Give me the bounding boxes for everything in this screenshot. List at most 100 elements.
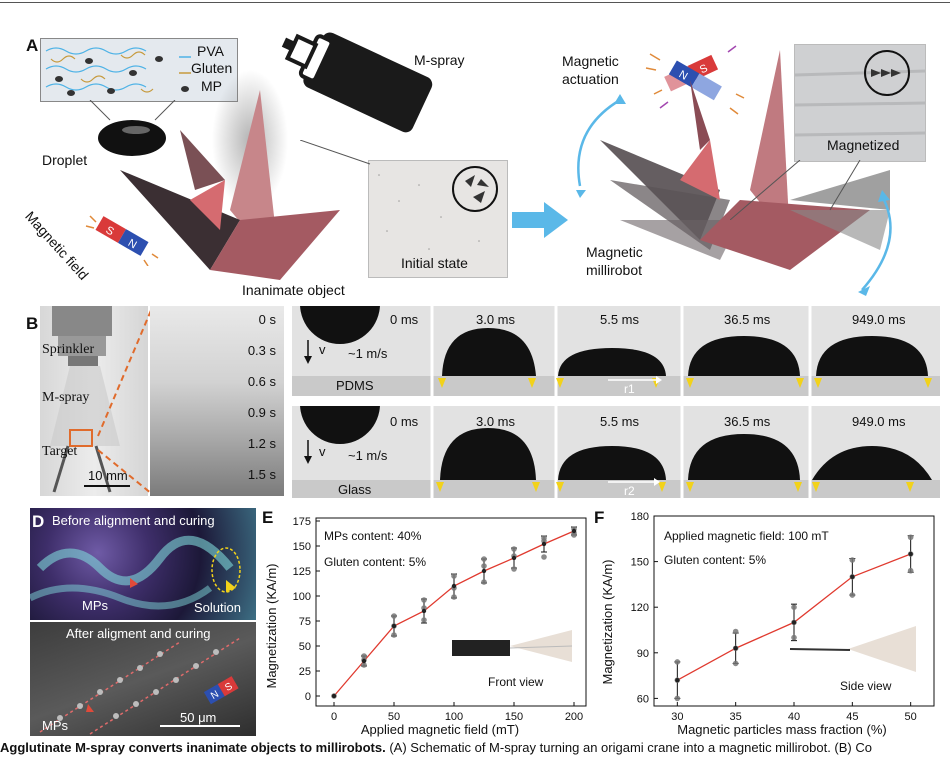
c-top-time-4: 949.0 ms	[852, 312, 906, 327]
actuation-curve-arrow-icon	[576, 94, 626, 198]
panel-label-e: E	[262, 508, 274, 527]
f-mean-point-3	[850, 574, 855, 579]
e-ylabel: Magnetization (KA/m)	[264, 564, 279, 689]
f-ytick-label-3: 150	[631, 557, 649, 569]
c-row-pdms: 0 ms 3.0 ms 5.5 ms 36.5 ms 949.0 ms v ~1…	[292, 306, 940, 396]
magnetized-photo: Magnetized	[794, 44, 926, 162]
m-spray-label: M-spray	[414, 52, 465, 68]
f-ytick-label-4: 180	[631, 511, 649, 523]
b-time-2: 0.6 s	[247, 374, 276, 389]
f-raw-point-2-2	[791, 604, 797, 610]
f-mean-point-0	[675, 677, 680, 683]
droplet-illustration	[89, 100, 176, 156]
e-raw-point-6-0	[511, 566, 517, 572]
top-rule	[0, 2, 950, 3]
f-raw-point-2-0	[791, 634, 797, 641]
e-ytick-label-7: 175	[293, 516, 311, 528]
e-raw-point-6-2	[511, 546, 517, 552]
f-raw-point-4-0	[907, 567, 914, 574]
e-inset-label: Front view	[488, 675, 544, 689]
e-mean-point-2	[391, 623, 397, 629]
e-raw-point-3-2	[421, 597, 427, 603]
b-time-0: 0 s	[258, 312, 276, 327]
origami-crane-after	[600, 50, 892, 296]
legend-mp: MP	[201, 78, 222, 94]
e-raw-point-1-2	[361, 653, 367, 659]
f-raw-point-3-2	[849, 557, 856, 563]
sprinkler-label: Sprinkler	[42, 342, 95, 357]
e-ytick-label-1: 25	[299, 666, 311, 678]
e-mean-point-1	[361, 658, 367, 664]
b-time-4: 1.2 s	[247, 436, 276, 451]
panel-label-f: F	[594, 508, 605, 527]
c-row-glass-frames	[292, 406, 940, 498]
composition-box: PVA Gluten MP	[40, 38, 238, 102]
f-xtick-label-2: 40	[788, 711, 800, 723]
e-xtick-label-3: 150	[505, 711, 523, 723]
f-inset-label: Side view	[840, 679, 892, 693]
c-row-pdms-frames	[292, 306, 940, 396]
c-bottom-time-1: 3.0 ms	[476, 414, 516, 429]
c-r1-label: r1	[624, 382, 635, 396]
e-ytick-label-0: 0	[305, 691, 311, 703]
e-mean-point-7	[541, 541, 547, 547]
e-annotation-1: Gluten content: 5%	[324, 555, 426, 569]
c-row-glass: 0 ms 3.0 ms 5.5 ms 36.5 ms 949.0 ms v ~1…	[292, 406, 940, 498]
f-raw-point-1-2	[732, 628, 739, 635]
f-raw-point-3-0	[849, 592, 856, 598]
f-inset-photo	[789, 626, 916, 672]
svg-text:N: N	[209, 689, 221, 702]
e-mean-point-5	[481, 568, 487, 574]
svg-text:S: S	[223, 681, 235, 694]
b-scale-label: 10 mm	[88, 468, 128, 483]
composition-illustration	[45, 47, 191, 96]
initial-state-photo: Initial state	[368, 160, 508, 278]
micrograph-after-photo: N S After aligment and curing MPs 50 μm	[30, 622, 256, 736]
c-bottom-velocity-symbol: v	[319, 444, 326, 459]
chart-f: Magnetization (KA/m) Magnetic particles …	[600, 511, 935, 737]
f-annotation-0: Applied magnetic field: 100 mT	[664, 529, 829, 543]
chart-e: Magnetization (KA/m) Applied magnetic fi…	[264, 516, 587, 737]
figure-caption: Agglutinate M-spray converts inanimate o…	[0, 740, 950, 760]
d-after-label: After aligment and curing	[66, 626, 211, 641]
zoom-dashed-lines	[97, 307, 153, 495]
svg-text:S: S	[698, 62, 710, 76]
legend-gluten: Gluten	[191, 60, 233, 76]
b-time-3: 0.9 s	[247, 405, 276, 420]
panel-label-d: D	[32, 512, 45, 531]
inanimate-object-label: Inanimate object	[242, 282, 345, 298]
target-label: Target	[42, 444, 78, 459]
c-top-velocity-symbol: v	[319, 342, 326, 357]
e-raw-point-4-2	[451, 573, 457, 579]
c-r2-label: r2	[624, 484, 635, 498]
origami-crane-before	[120, 70, 340, 280]
f-ytick-label-2: 120	[631, 602, 649, 614]
b-time-5: 1.5 s	[247, 467, 276, 482]
f-raw-point-0-2	[674, 659, 681, 665]
f-xlabel: Magnetic particles mass fraction (%)	[677, 722, 887, 737]
e-mean-point-6	[511, 555, 517, 561]
c-bottom-time-2: 5.5 ms	[600, 414, 640, 429]
e-raw-point-4-0	[451, 594, 457, 600]
c-top-time-3: 36.5 ms	[724, 312, 771, 327]
d-before-label: Before alignment and curing	[52, 513, 215, 528]
f-ylabel: Magnetization (KA/m)	[600, 560, 615, 685]
magnetized-label: Magnetized	[827, 137, 900, 153]
d-mps-top-label: MPs	[82, 598, 108, 613]
e-ytick-label-3: 75	[299, 616, 311, 628]
e-xtick-label-0: 0	[331, 711, 337, 723]
e-mean-point-3	[421, 608, 427, 614]
droplet-label: Droplet	[42, 152, 88, 168]
c-bottom-time-3: 36.5 ms	[724, 414, 771, 429]
initial-state-label: Initial state	[401, 255, 468, 271]
d-scale-label: 50 μm	[180, 710, 217, 725]
f-annotation-1: Gluten content: 5%	[664, 553, 766, 567]
c-top-time-1: 3.0 ms	[476, 312, 516, 327]
f-raw-point-4-2	[907, 534, 914, 541]
e-mean-point-0	[331, 693, 337, 699]
f-xtick-label-1: 35	[730, 711, 742, 723]
e-raw-point-7-0	[541, 554, 547, 560]
transform-arrow-icon	[512, 202, 568, 238]
magnetic-millirobot-label: Magnetic millirobot	[586, 244, 643, 278]
e-xtick-label-1: 50	[388, 711, 400, 723]
